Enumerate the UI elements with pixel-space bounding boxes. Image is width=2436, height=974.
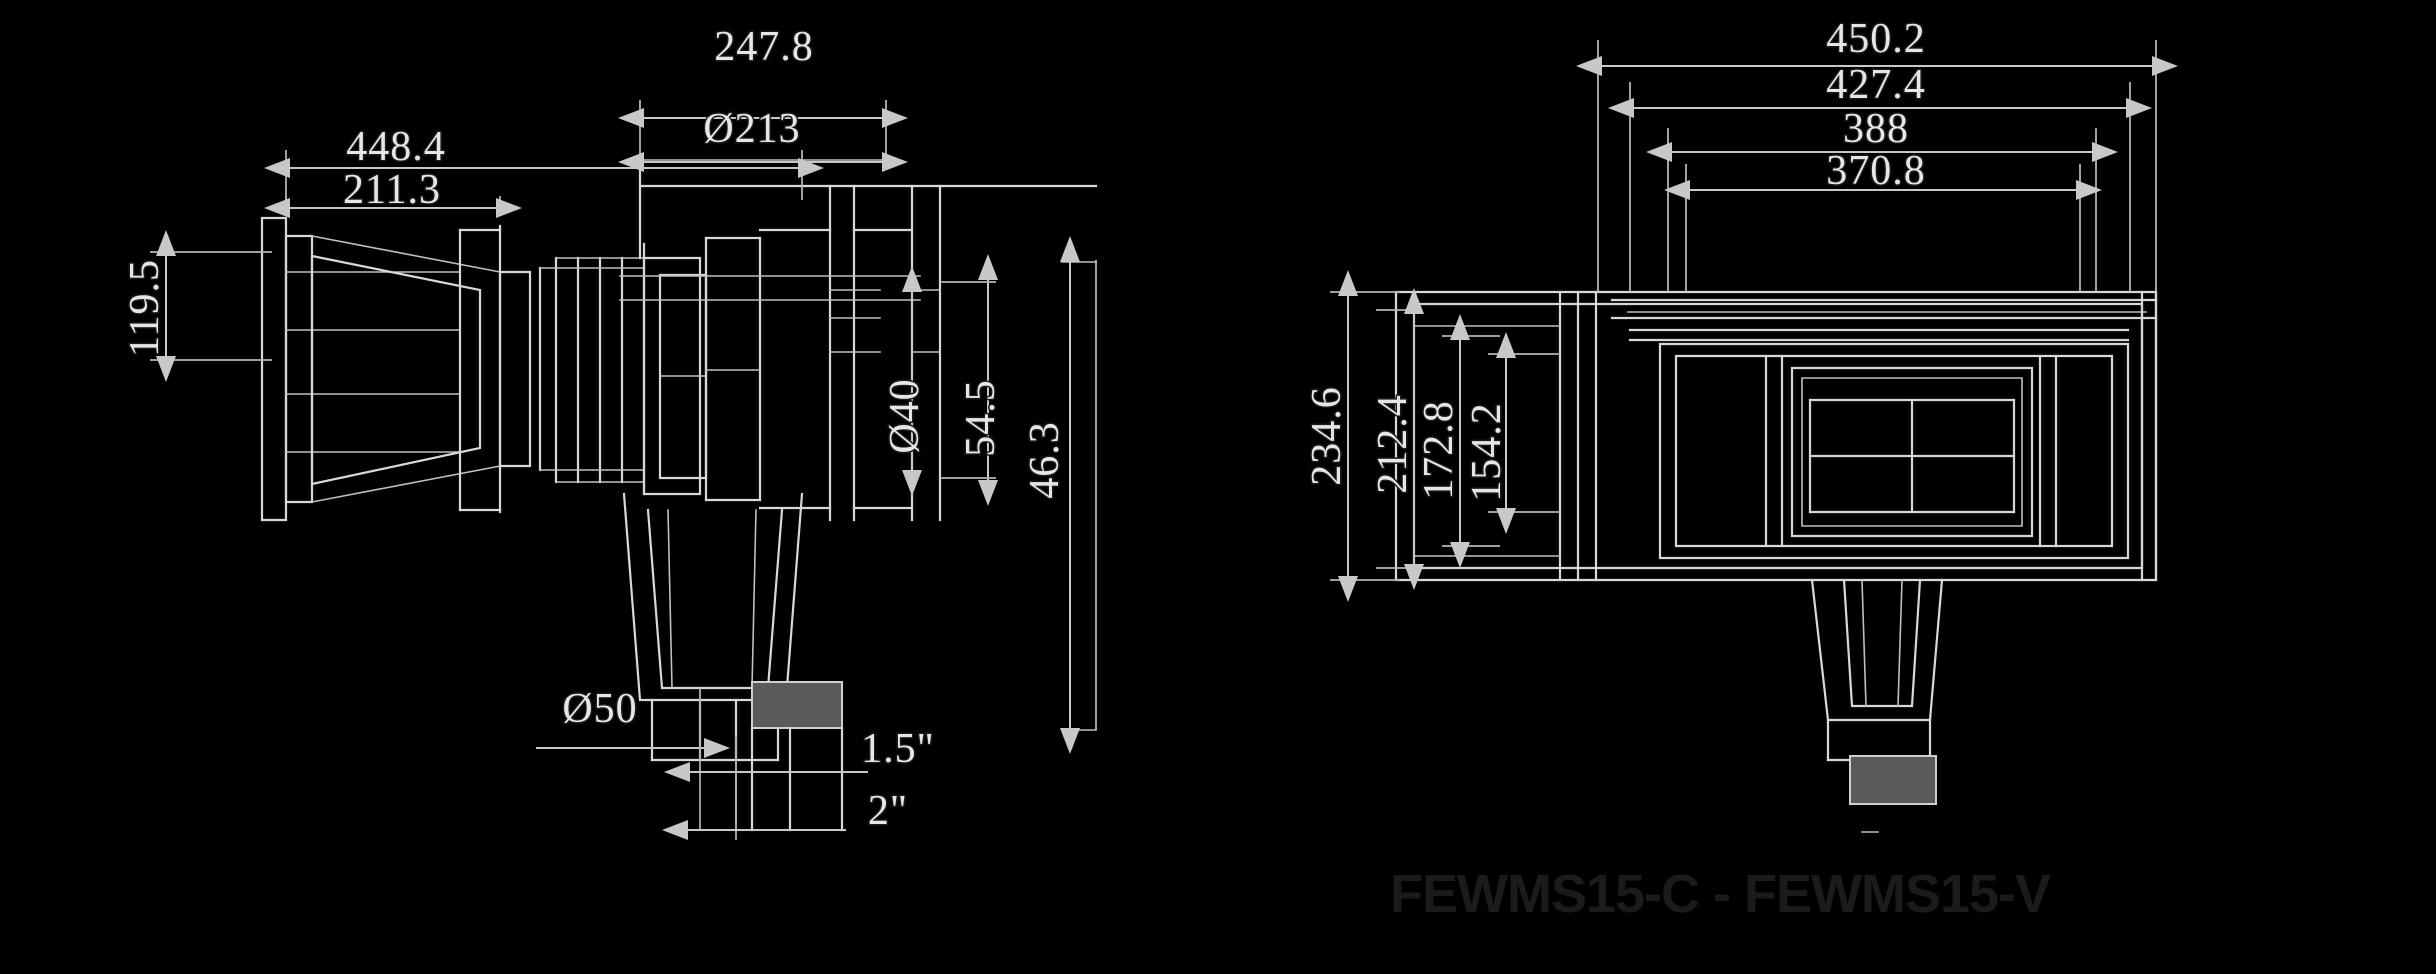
dim-dia40: Ø40 <box>882 378 928 453</box>
right-view-dimension-text: 450.2 427.4 388 370.8 234.6 212.4 172.8 … <box>1303 15 1927 504</box>
right-view-geometry <box>1394 290 2158 833</box>
dim-211-3: 211.3 <box>343 167 441 213</box>
dim-448-4: 448.4 <box>346 124 446 170</box>
dim-370-8: 370.8 <box>1826 148 1926 194</box>
left-view-geometry <box>260 158 1098 832</box>
left-view-dimension-text: 448.4 211.3 247.8 Ø213 119.5 Ø40 54.5 46… <box>121 23 1070 836</box>
dim-154-2: 154.2 <box>1464 402 1510 502</box>
dim-172-8: 172.8 <box>1416 400 1462 500</box>
left-view-dimension-lines <box>150 100 1080 840</box>
dim-388: 388 <box>1843 106 1909 152</box>
dim-234-6: 234.6 <box>1304 386 1350 486</box>
dim-54-5: 54.5 <box>958 379 1004 457</box>
dim-247-8: 247.8 <box>714 24 814 70</box>
dim-46-3: 46.3 <box>1022 421 1068 499</box>
dim-427-4: 427.4 <box>1826 62 1926 108</box>
dim-dia213: Ø213 <box>703 106 800 152</box>
dim-1-5-inch: 1.5" <box>861 726 935 772</box>
dim-dia50: Ø50 <box>562 686 637 732</box>
dim-2-inch: 2" <box>868 788 908 834</box>
dim-450-2: 450.2 <box>1826 16 1926 62</box>
model-caption: FEWMS15-C - FEWMS15-V <box>1390 864 2051 924</box>
right-view-dimension-lines <box>1330 40 2178 602</box>
dim-119-5: 119.5 <box>122 259 168 357</box>
dim-212-4: 212.4 <box>1370 394 1416 494</box>
